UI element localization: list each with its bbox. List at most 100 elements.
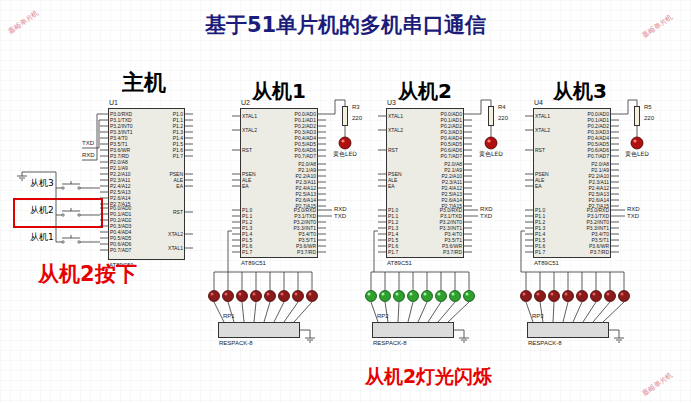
pin-name: P3.6/WR xyxy=(110,147,130,153)
pin-stub xyxy=(464,144,472,145)
pin-name: P1.6 xyxy=(388,243,398,249)
wire xyxy=(371,272,372,290)
pin-stub xyxy=(318,126,326,127)
pin-stub xyxy=(378,116,386,117)
pin-name: P3.7/RD xyxy=(425,249,462,255)
pin-stub xyxy=(185,114,193,115)
pin-name: P3.6/WR xyxy=(572,243,609,249)
wire xyxy=(521,231,525,272)
switch-symbol xyxy=(56,215,62,216)
wire xyxy=(428,302,441,322)
pin-name: P3.3/INT1 xyxy=(425,225,462,231)
pin-stub xyxy=(232,180,240,181)
led-symbol xyxy=(521,291,532,302)
wire xyxy=(228,272,229,290)
pin-stub xyxy=(611,228,619,229)
pin-name: P0.1/AD1 xyxy=(572,117,609,123)
pin-stub xyxy=(185,180,193,181)
pin-name: P1.7 xyxy=(242,249,252,255)
wire xyxy=(455,272,456,290)
pin-stub xyxy=(318,120,326,121)
wire xyxy=(603,302,624,322)
pin-stub xyxy=(232,186,240,187)
pin-stub xyxy=(611,188,619,189)
pin-name: P1.1 xyxy=(147,117,184,123)
pin-name: P1.3 xyxy=(388,225,398,231)
section-heading: 主机 xyxy=(122,70,166,95)
pin-stub xyxy=(185,174,193,175)
pin-name: P3.0/RXD xyxy=(279,207,316,213)
pin-name: P0.1/AD1 xyxy=(425,117,462,123)
pin-name: P3.7/RD xyxy=(110,153,129,159)
pin-name: P2.4/A12 xyxy=(425,185,462,191)
pin-name: P0.4/AD4 xyxy=(425,135,462,141)
pin-stub xyxy=(318,222,326,223)
led-label: 黄色LED xyxy=(625,151,649,158)
wire xyxy=(242,302,244,322)
pin-stub xyxy=(378,180,386,181)
led-symbol xyxy=(265,291,276,302)
led-symbol xyxy=(307,291,318,302)
pin-name: EA xyxy=(147,183,184,189)
pin-stub xyxy=(378,210,386,211)
pin-stub xyxy=(100,244,108,245)
pin-name: P2.1/A9 xyxy=(110,165,128,171)
switch-label: 从机3 xyxy=(30,178,54,188)
wire xyxy=(454,330,464,334)
pin-stub xyxy=(318,240,326,241)
wire xyxy=(472,210,478,211)
pin-name: XTAL1 xyxy=(388,113,403,119)
ground-symbol xyxy=(309,342,311,343)
net-label: RXD xyxy=(334,206,347,213)
pin-name: PSEN xyxy=(388,171,402,177)
pin-name: P3.5/T1 xyxy=(279,237,316,243)
pin-name: P1.7 xyxy=(388,249,398,255)
pin-name: P1.3 xyxy=(242,225,252,231)
pin-name: P0.4/AD4 xyxy=(279,135,316,141)
wire xyxy=(553,302,554,322)
ground-symbol xyxy=(307,340,313,341)
pin-stub xyxy=(318,182,326,183)
led-symbol xyxy=(436,291,447,302)
led-symbol xyxy=(368,293,371,296)
pin-name: P1.1 xyxy=(242,213,252,219)
wire xyxy=(472,216,478,217)
pin-stub xyxy=(318,246,326,247)
wire xyxy=(583,302,596,322)
pin-stub xyxy=(100,174,108,175)
pin-stub xyxy=(232,216,240,217)
pin-stub xyxy=(232,150,240,151)
led-symbol xyxy=(593,293,596,296)
switch-symbol xyxy=(62,241,64,243)
pin-stub xyxy=(100,208,108,209)
pin-name: P1.0 xyxy=(147,111,184,117)
wire xyxy=(398,302,399,322)
pin-name: P2.6/A14 xyxy=(279,197,316,203)
pin-stub xyxy=(611,182,619,183)
wire xyxy=(637,126,638,137)
led-symbol xyxy=(621,293,624,296)
pin-name: P2.3/A11 xyxy=(425,179,462,185)
pin-name: ALE xyxy=(242,177,251,183)
wire xyxy=(609,330,619,334)
pin-name: P0.5/AD5 xyxy=(572,141,609,147)
pin-name: P3.5/T1 xyxy=(110,141,128,147)
led-symbol xyxy=(537,293,540,296)
led-symbol xyxy=(523,293,526,296)
wire xyxy=(491,126,492,137)
pin-name: RST xyxy=(242,147,252,153)
pin-name: P2.7/A15 xyxy=(110,201,131,207)
pin-stub xyxy=(100,198,108,199)
pin-name: P0.4/AD4 xyxy=(572,135,609,141)
pin-name: P2.2/A10 xyxy=(572,173,609,179)
led-symbol xyxy=(487,139,490,142)
wire xyxy=(596,272,597,290)
led-symbol xyxy=(438,293,441,296)
wire xyxy=(469,272,470,290)
pin-stub xyxy=(232,246,240,247)
part-name: RP2 xyxy=(377,313,389,320)
pin-stub xyxy=(318,206,326,207)
pin-name: P1.2 xyxy=(388,219,398,225)
pin-name: P0.2/AD2 xyxy=(110,217,131,223)
